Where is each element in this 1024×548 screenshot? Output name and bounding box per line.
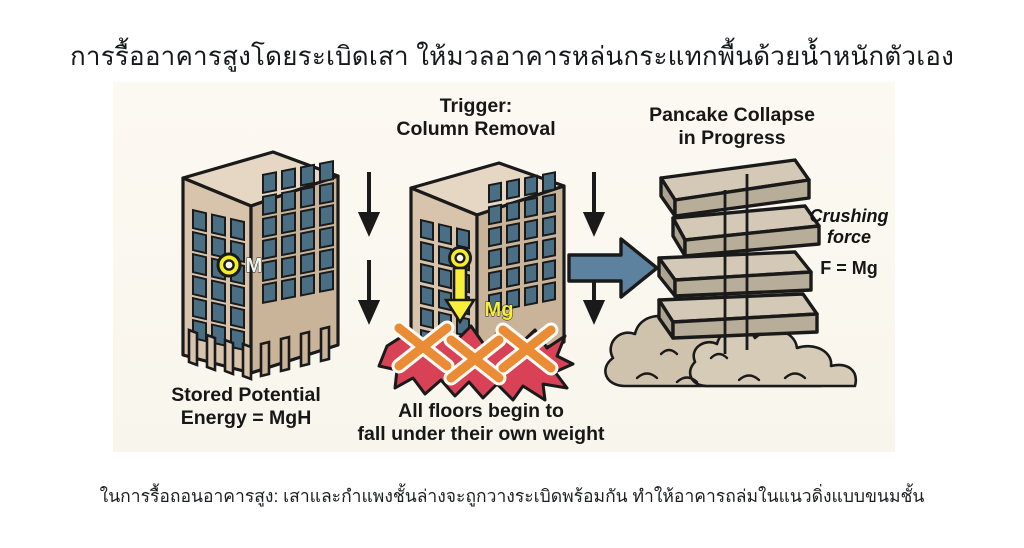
page-caption: ในการรื้อถอนอาคารสูง: เสาและกำแพงชั้นล่า… <box>99 486 925 506</box>
page-title: การรื้ออาคารสูงโดยระเบิดเสา ให้มวลอาคารห… <box>69 41 955 71</box>
dust-cloud-detail <box>635 348 807 384</box>
pancake-collapse-illustration <box>604 158 858 388</box>
center-of-mass-marker <box>216 252 242 278</box>
intact-building-illustration: M <box>181 150 340 381</box>
mass-label: M <box>246 255 263 277</box>
window-grid-side <box>488 171 556 314</box>
collapsing-building-illustration: Mg <box>357 161 606 402</box>
weight-force-arrow <box>443 266 477 325</box>
motion-arrows-left <box>357 172 381 325</box>
ground-floor-columns <box>187 325 331 381</box>
transition-arrow-icon <box>567 237 659 299</box>
window-grid-side <box>262 159 334 304</box>
window-grid-front <box>192 208 245 352</box>
center-of-mass-marker <box>448 246 472 270</box>
motion-arrows-right <box>582 172 606 325</box>
weight-force-label: Mg <box>485 299 514 321</box>
middle-panel-caption: All floors begin to fall under their own… <box>357 400 605 445</box>
left-panel-caption: Stored Potential Energy = MgH <box>171 384 321 429</box>
column-removal-marks <box>391 320 559 386</box>
pancaked-floor-slabs <box>657 158 821 340</box>
middle-panel-title: Trigger: Column Removal <box>396 95 556 140</box>
crushing-force-formula: F = Mg <box>820 258 878 278</box>
crushing-force-caption: Crushing force <box>809 206 889 247</box>
collapse-axis-lines <box>723 174 749 354</box>
illustration-panel: M M Stored Potential Energy = MgH Trigge… <box>113 82 895 452</box>
right-panel-title: Pancake Collapse in Progress <box>649 104 815 149</box>
